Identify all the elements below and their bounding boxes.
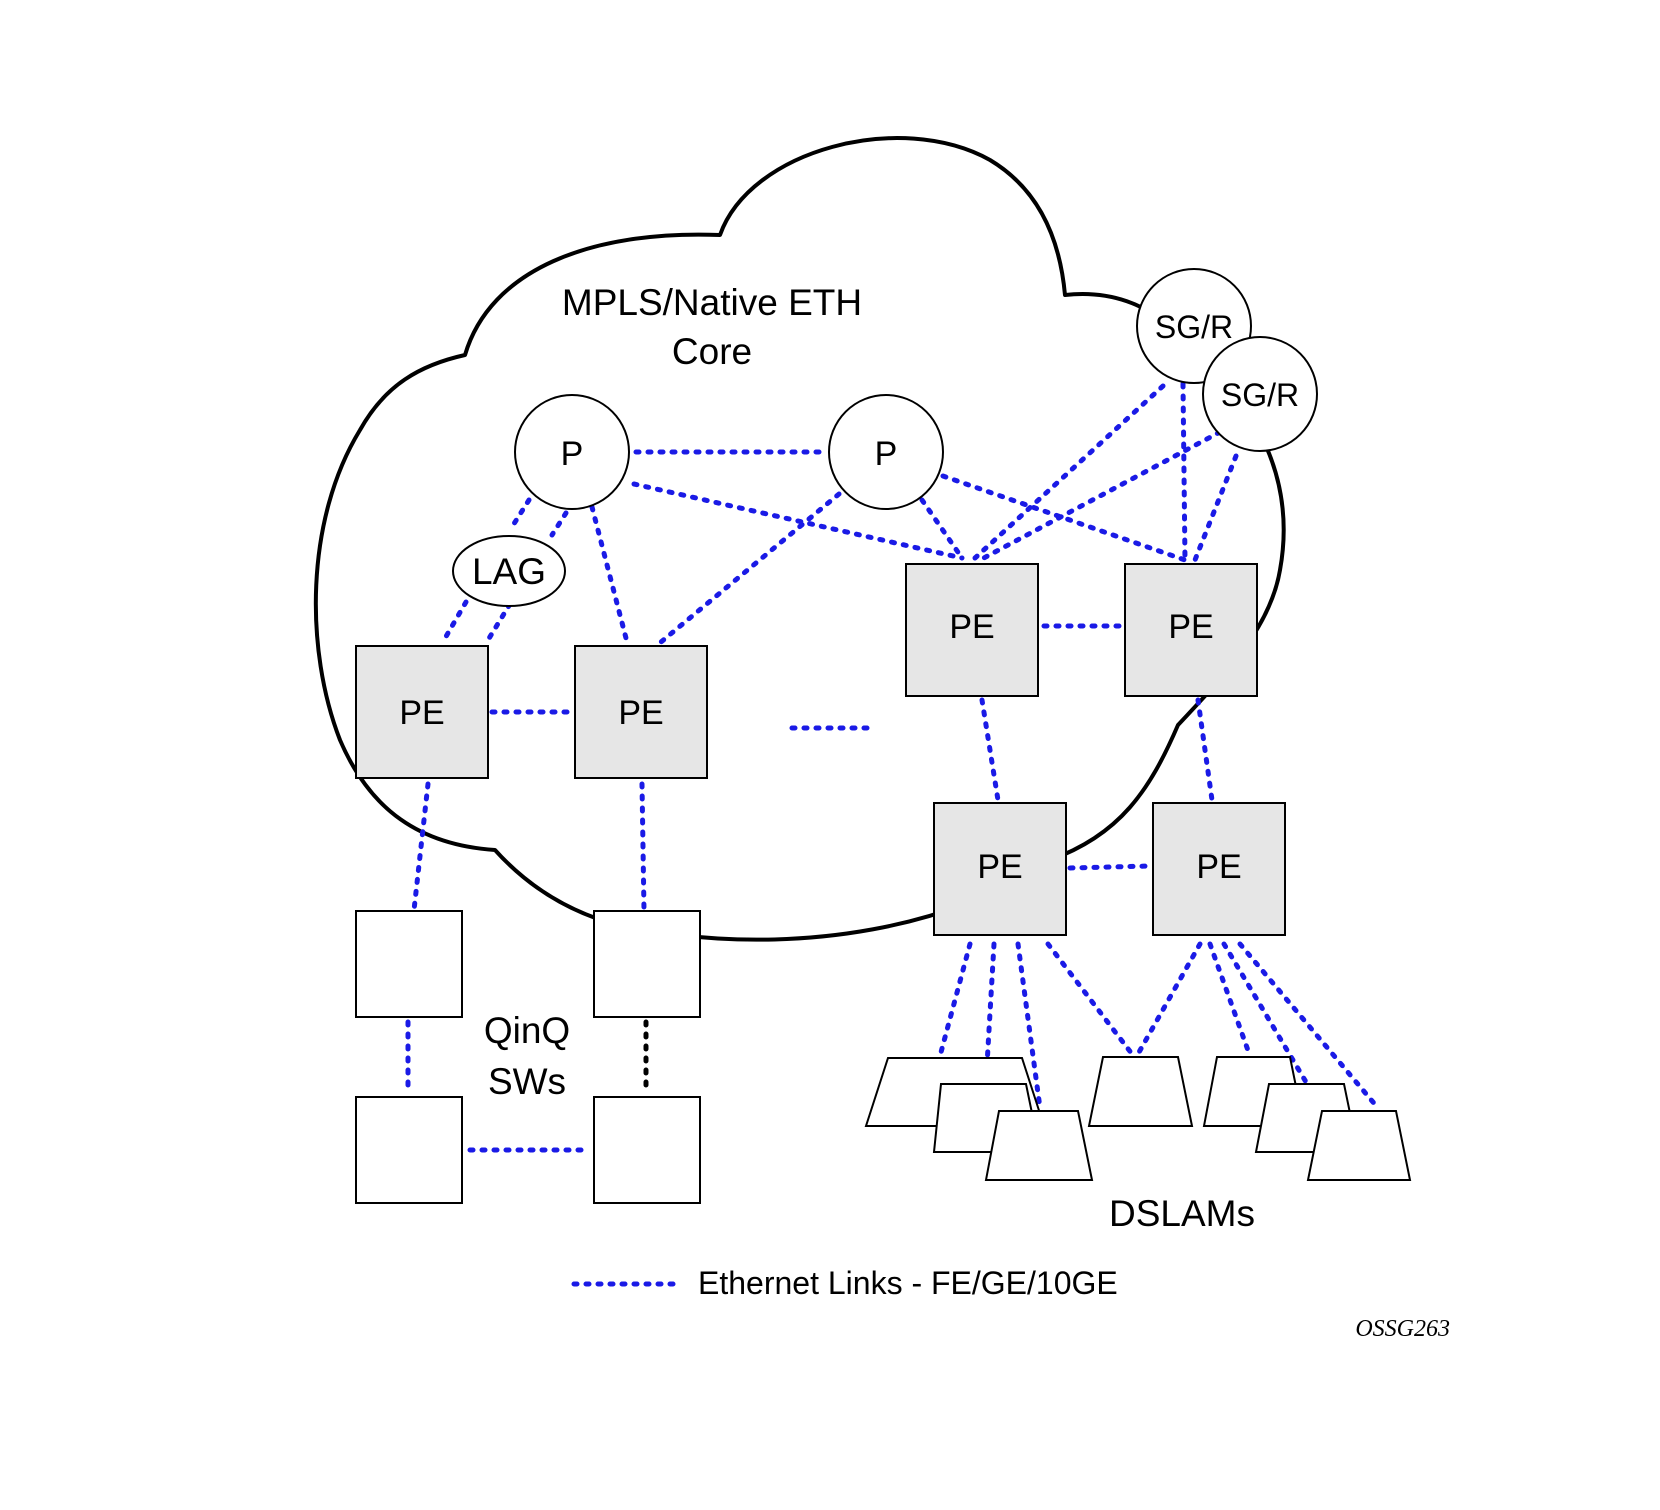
pe-left1-label: PE [399, 694, 444, 732]
link-pe-lower2-dslam4 [1135, 941, 1203, 1057]
dslam-group [864, 1056, 1412, 1181]
dslam-7 [1306, 1110, 1412, 1181]
link-pe-lower2-dslam5 [1207, 941, 1253, 1059]
dslam-4 [1087, 1056, 1194, 1127]
pe-lower1-box [933, 802, 1067, 936]
qinq-label-line1: QinQ [484, 1010, 570, 1051]
link-pe-lower2-dslam7 [1237, 941, 1381, 1111]
p-router-left-circle [514, 394, 630, 510]
dslams-label: DSLAMs [1109, 1193, 1255, 1234]
pe-right2: PE [1124, 563, 1258, 697]
pe-lower2-box [1152, 802, 1286, 936]
link-sgr2-pe-right1 [977, 429, 1223, 563]
link-pe-left1-sw1 [411, 781, 431, 913]
qinq-switch-4 [593, 1096, 701, 1204]
dslam-3 [984, 1110, 1094, 1181]
legend-label: Ethernet Links - FE/GE/10GE [698, 1265, 1118, 1301]
pe-left2: PE [574, 645, 708, 779]
p-router-right-circle [828, 394, 944, 510]
link-sgr1-pe-right2 [1180, 381, 1188, 563]
qinq-switch-3 [355, 1096, 463, 1204]
cloud-title-line1: MPLS/Native ETH [562, 282, 862, 323]
link-pleft-pe-right1 [631, 481, 965, 561]
sgr-bottom-circle [1202, 336, 1318, 452]
pe-left1: PE [355, 645, 489, 779]
link-pe-lower2-dslam6 [1221, 941, 1309, 1085]
sgr-top-label: SG/R [1155, 309, 1233, 345]
pe-left2-box [574, 645, 708, 779]
cloud-title-line2: Core [672, 331, 752, 372]
pe-lower1-label: PE [977, 848, 1022, 886]
pe-lower2: PE [1152, 802, 1286, 936]
link-pe-right2-pe-lower2 [1195, 697, 1215, 803]
lag-label: LAG [472, 551, 546, 592]
pe-left1-box [355, 645, 489, 779]
core-cloud [313, 136, 1286, 942]
link-pleft-lag-2 [549, 510, 569, 538]
link-lag-pe-left1 [441, 599, 469, 643]
pe-right1-label: PE [949, 608, 994, 646]
link-pe-lower1-dslam2 [983, 941, 997, 1085]
qinq-label-line2: SWs [488, 1061, 566, 1102]
lag-node: LAG [452, 535, 566, 607]
p-router-right-label: P [875, 435, 898, 473]
qinq-switch-2 [593, 910, 701, 1018]
p-router-left: P [514, 394, 630, 510]
pe-right1: PE [905, 563, 1039, 697]
link-lag-pe-left1-2 [485, 601, 513, 643]
link-pe-lower1-pe-lower2 [1067, 863, 1153, 871]
pe-left2-label: PE [618, 694, 663, 732]
p-router-left-label: P [561, 435, 584, 473]
legend: Ethernet Links - FE/GE/10GE [571, 1265, 1118, 1301]
ethernet-links [405, 381, 1381, 1153]
lag-ellipse [452, 535, 566, 607]
link-pe-left2-sw2 [639, 781, 647, 913]
link-pe-right1-pe-lower1 [979, 697, 1001, 803]
pe-lower1: PE [933, 802, 1067, 936]
p-router-right: P [828, 394, 944, 510]
link-pright-pe-left2 [658, 491, 842, 645]
link-pe-lower1-dslam1 [937, 941, 973, 1059]
sgr-bottom-label: SG/R [1221, 377, 1299, 413]
link-pe-lower1-dslam3 [1015, 941, 1043, 1111]
pe-lower2-label: PE [1196, 848, 1241, 886]
sgr-bottom: SG/R [1202, 336, 1318, 452]
link-pe-lower1-dslam4 [1045, 941, 1135, 1057]
qinq-switch-1 [355, 910, 463, 1018]
link-pleft-pe-left2 [589, 504, 630, 645]
pe-right2-label: PE [1168, 608, 1213, 646]
pe-right2-box [1124, 563, 1258, 697]
link-pright-pe-right1 [919, 497, 965, 561]
figure-code: OSSG263 [1355, 1316, 1450, 1342]
pe-right1-box [905, 563, 1039, 697]
